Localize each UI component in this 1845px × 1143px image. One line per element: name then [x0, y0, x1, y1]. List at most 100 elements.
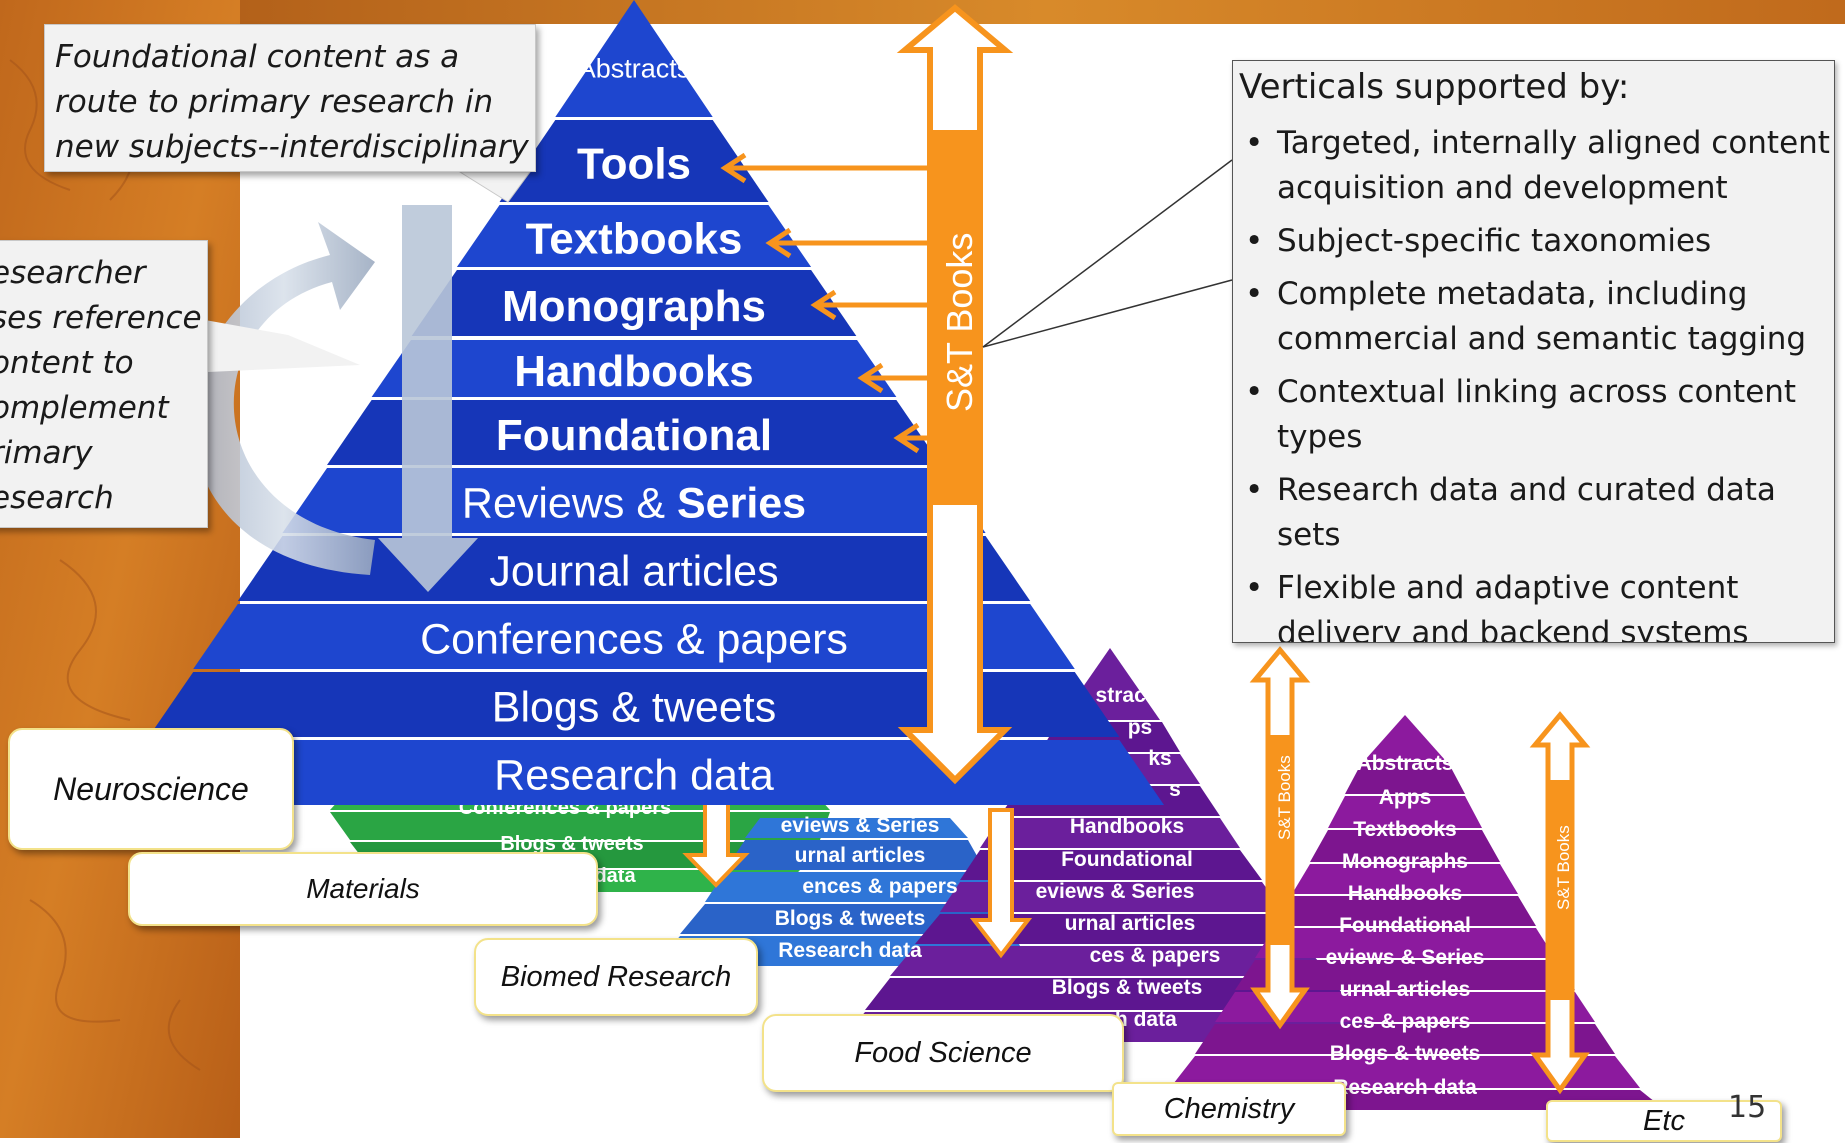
small-pyramid-label: Foundational: [1061, 848, 1193, 871]
chemistry-pyramid: [1150, 715, 1665, 1110]
bullet-icon: •: [1245, 374, 1264, 410]
small-pyramid-label: eviews & Series: [1326, 946, 1485, 969]
bullet-icon: •: [1245, 223, 1264, 259]
pyramid-layer-label: Handbooks: [514, 347, 754, 396]
verticals-list: • Targeted, internally aligned content ac…: [1233, 121, 1833, 643]
small-pyramid-label: Blogs & tweets: [1330, 1042, 1481, 1065]
chemistry-arrow-label: S&T Books: [1554, 825, 1573, 910]
verticals-item-text: Complete metadata, including commercial …: [1277, 276, 1807, 357]
pyramid-layer: [456, 205, 812, 267]
pyramid-layer-label: Monographs: [502, 282, 766, 331]
food-science-label: Food Science: [762, 1014, 1124, 1092]
pyramid-layer-label: Research data: [494, 751, 774, 799]
small-pyramid-label: ks: [1148, 747, 1171, 770]
callout-connector: [982, 159, 1233, 348]
pyramid-layer-label: Foundational: [496, 411, 772, 460]
verticals-item-text: Subject-specific taxonomies: [1277, 223, 1712, 259]
pyramid-layer: [371, 340, 897, 397]
food-science-arrow: [1249, 646, 1311, 1030]
pyramid-layer-label: Journal articles: [489, 547, 778, 595]
small-pyramid-label: Research data: [778, 939, 922, 962]
bullet-icon: •: [1245, 276, 1264, 312]
pyramid-layer-label: Textbooks: [526, 214, 743, 263]
note-left-line-4: omplement: [0, 390, 169, 426]
materials-label: Materials: [128, 852, 598, 926]
small-pyramid-label: Textbooks: [1353, 818, 1456, 841]
st-books-label: S&T Books: [939, 233, 980, 412]
small-pyramid-label: eviews & Series: [1036, 880, 1195, 903]
chemistry-arrow: [1529, 711, 1591, 1095]
pyramid-layer-suffix: Series: [677, 479, 806, 527]
small-pyramid-label: Blogs & tweets: [500, 833, 643, 855]
page-number: 15: [1728, 1090, 1767, 1125]
pyramid-layer-label: Conferences & papers: [420, 615, 848, 663]
top-orange-band: [240, 0, 1845, 24]
materials-arrow: [682, 798, 750, 888]
pointer-arrows: [720, 152, 930, 454]
circular-arrow: [192, 222, 375, 575]
pyramid-layer-label: Blogs & tweets: [492, 683, 776, 731]
pyramid-layer: [193, 604, 1075, 669]
small-pyramid-label: Monographs: [1342, 850, 1468, 873]
note-left-line-3: ontent to: [0, 345, 134, 381]
chemistry-label: Chemistry: [1112, 1082, 1346, 1136]
bullet-icon: •: [1245, 472, 1264, 508]
verticals-item-text: Contextual linking across content types: [1277, 374, 1797, 455]
verticals-heading: Verticals supported by:: [1239, 67, 1630, 107]
foundational-content-callout: Foundational content as a route to prima…: [44, 24, 536, 172]
small-pyramid-label: ces & papers: [1090, 944, 1221, 967]
note-top-line-3: new subjects--interdisciplinary: [55, 129, 529, 165]
bullet-icon: •: [1245, 570, 1264, 606]
verticals-callout: Verticals supported by: • Targeted, inter…: [1232, 60, 1835, 643]
small-pyramid-label: urnal articles: [795, 844, 926, 867]
verticals-item: • Research data and curated data sets: [1233, 468, 1833, 558]
biomed-arrow: [969, 808, 1033, 959]
verticals-item-text: Research data and curated data sets: [1277, 472, 1776, 553]
pyramid-layer-label: Abstracts: [578, 54, 691, 84]
researcher-callout: esearcher ses reference ontent to omplem…: [0, 240, 208, 528]
pyramid-layer-label: Reviews & Series: [462, 479, 806, 527]
pyramid-layer: [555, 0, 713, 117]
verticals-item: • Flexible and adaptive content delivery …: [1233, 566, 1833, 643]
pyramid-divider: [410, 336, 858, 341]
small-pyramid-label: s: [1169, 778, 1181, 801]
st-books-arrow: [896, 4, 1014, 785]
neuroscience-label: Neuroscience: [8, 728, 294, 850]
pyramid-layer: [104, 740, 1164, 805]
pyramid-layer: [499, 120, 769, 202]
note-top-line-2: route to primary research in: [55, 84, 494, 120]
note-left-line-5: rimary: [0, 435, 93, 471]
small-pyramid-label: Blogs & tweets: [775, 907, 926, 930]
verticals-item-text: Flexible and adaptive content delivery a…: [1277, 570, 1749, 643]
small-pyramid-label: Apps: [1379, 786, 1432, 809]
note-top-line-1: Foundational content as a: [55, 39, 460, 75]
bullet-icon: •: [1245, 125, 1264, 161]
pyramid-layer: [410, 270, 858, 337]
verticals-item-text: Targeted, internally aligned content acq…: [1277, 125, 1830, 206]
note-left-line-1: esearcher: [0, 255, 146, 291]
small-pyramid-label: eviews & Series: [781, 814, 940, 837]
small-pyramid-label: Abstracts: [1357, 752, 1454, 775]
note-left-line-2: ses reference: [0, 300, 202, 336]
verticals-item: • Subject-specific taxonomies: [1233, 219, 1833, 264]
small-pyramid-label: stracts: [1096, 684, 1165, 707]
pyramid-layer: [282, 468, 986, 533]
small-pyramid-label: Research data: [1333, 1076, 1477, 1099]
pyramid-layer: [327, 400, 941, 465]
small-pyramid-label: ences & papers: [802, 875, 957, 898]
main-pyramid: AbstractsToolsTextbooksMonographsHandboo…: [104, 0, 1164, 805]
small-pyramid-label: Handbooks: [1348, 882, 1462, 905]
small-pyramid-label: urnal articles: [1340, 978, 1471, 1001]
note-left-line-6: esearch: [0, 480, 114, 516]
verticals-item: • Contextual linking across content types: [1233, 370, 1833, 460]
down-arrow: [378, 205, 478, 592]
small-pyramid-label: data: [594, 865, 636, 887]
callout-pointer: [205, 171, 531, 372]
small-pyramid-label: Foundational: [1339, 914, 1471, 937]
verticals-item: • Targeted, internally aligned content ac…: [1233, 121, 1833, 211]
small-pyramid-label: Blogs & tweets: [1052, 976, 1203, 999]
small-pyramid-label: ps: [1128, 716, 1153, 739]
